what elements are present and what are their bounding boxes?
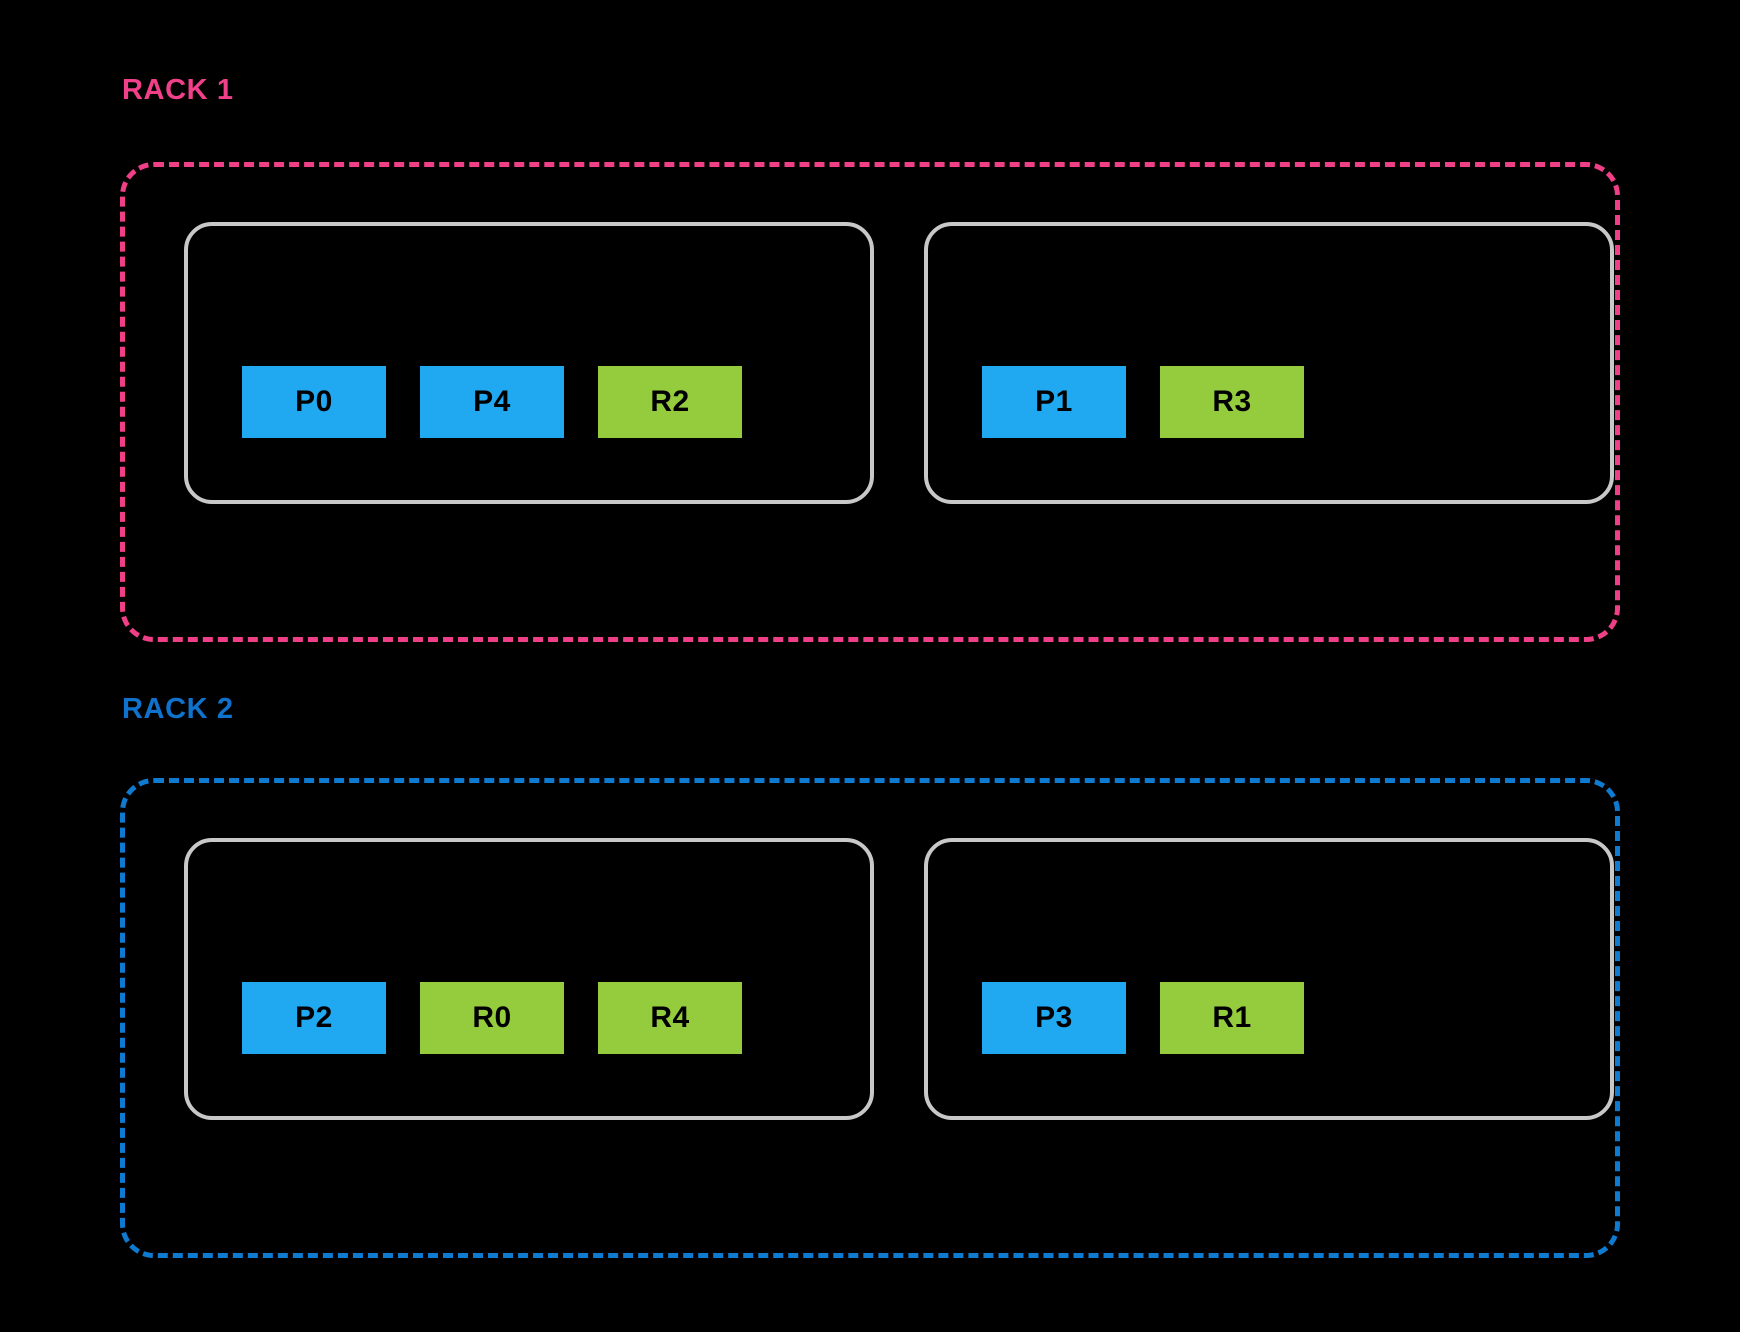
chip-r3[interactable]: R3 (1160, 366, 1304, 438)
rack2-node-1-slots: P2 R0 R4 (242, 982, 742, 1054)
rack-1-boundary (120, 162, 1620, 642)
chip-r1[interactable]: R1 (1160, 982, 1304, 1054)
chip-r2[interactable]: R2 (598, 366, 742, 438)
rack1-node-2[interactable] (924, 222, 1614, 504)
rack1-node-1-slots: P0 P4 R2 (242, 366, 742, 438)
chip-p2[interactable]: P2 (242, 982, 386, 1054)
rack2-node-1[interactable] (184, 838, 874, 1120)
rack1-node-2-slots: P1 R3 (982, 366, 1304, 438)
chip-p0[interactable]: P0 (242, 366, 386, 438)
chip-p1[interactable]: P1 (982, 366, 1126, 438)
chip-p3[interactable]: P3 (982, 982, 1126, 1054)
chip-p4[interactable]: P4 (420, 366, 564, 438)
rack-2-boundary (120, 778, 1620, 1258)
rack2-node-2-slots: P3 R1 (982, 982, 1304, 1054)
rack2-node-2[interactable] (924, 838, 1614, 1120)
rack-2-label: RACK 2 (122, 693, 234, 725)
chip-r4[interactable]: R4 (598, 982, 742, 1054)
chip-r0[interactable]: R0 (420, 982, 564, 1054)
rack1-node-1[interactable] (184, 222, 874, 504)
rack-1-label: RACK 1 (122, 74, 234, 106)
